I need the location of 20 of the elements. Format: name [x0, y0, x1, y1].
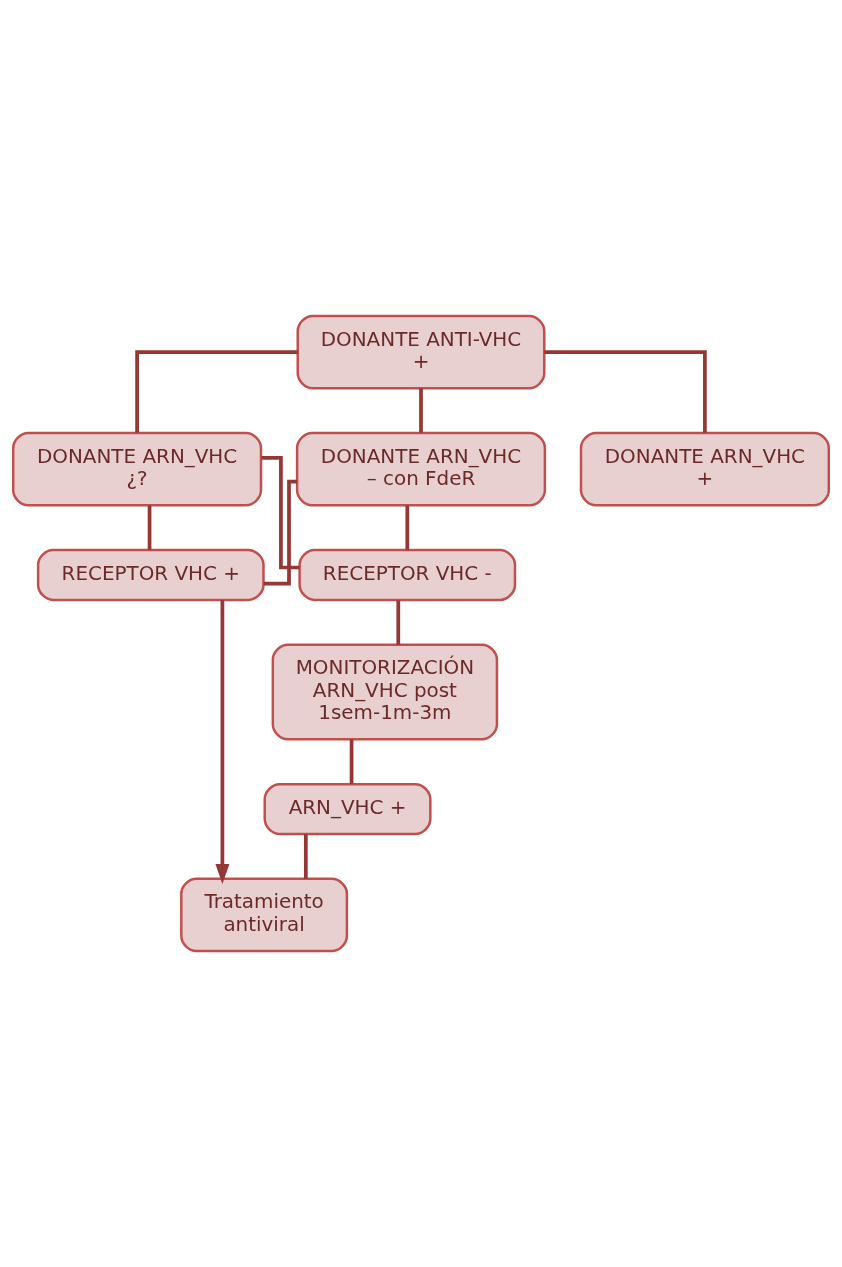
connector: [396, 600, 401, 645]
node-box: RECEPTOR VHC +: [36, 548, 265, 602]
node-box: Tratamiento antiviral: [180, 877, 349, 953]
connector: [261, 456, 300, 570]
node-box: DONANTE ARN_VHC ¿?: [11, 431, 263, 507]
connector: [349, 739, 354, 784]
node-box: ARN_VHC +: [263, 782, 432, 836]
connector: [303, 834, 308, 879]
connector: [405, 505, 410, 550]
arrow: [215, 599, 230, 885]
node-box: DONANTE ANTI-VHC +: [296, 314, 546, 390]
connector: [419, 388, 423, 433]
connector: [147, 505, 152, 550]
connector: [135, 350, 298, 433]
connector: [263, 479, 297, 586]
node-box: RECEPTOR VHC -: [298, 548, 517, 602]
node-box: DONANTE ARN_VHC – con FdeR: [295, 431, 547, 507]
node-box: DONANTE ARN_VHC +: [579, 431, 831, 507]
node-box: MONITORIZACIÓN ARN_VHC post 1sem-1m-3m: [271, 643, 499, 741]
connector: [544, 350, 707, 433]
